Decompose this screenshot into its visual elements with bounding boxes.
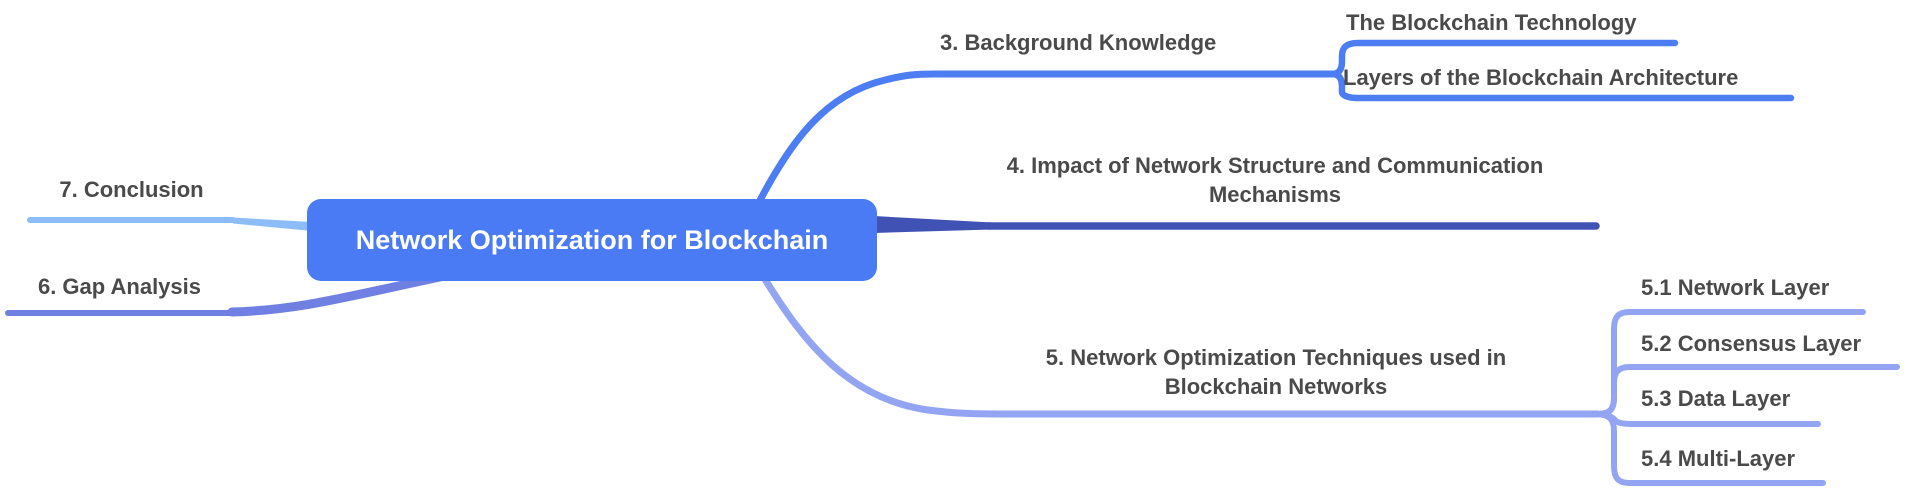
branch5-connector xyxy=(759,272,1602,418)
child-label-data-layer: 5.3 Data Layer xyxy=(1641,386,1791,411)
branch5-child4-connector xyxy=(1595,411,1826,486)
child-label-blockchain-technology: The Blockchain Technology xyxy=(1346,10,1637,35)
root-node: Network Optimization for Blockchain xyxy=(307,199,877,281)
branch-label-impact-network-structure: 4. Impact of Network Structure and Commu… xyxy=(1006,153,1544,207)
child-label-consensus-layer: 5.2 Consensus Layer xyxy=(1641,331,1862,356)
branch3-child2-connector xyxy=(1328,70,1795,102)
branch7-connector xyxy=(233,217,312,231)
branch-label-conclusion: 7. Conclusion xyxy=(59,177,204,202)
child-label-network-layer: 5.1 Network Layer xyxy=(1641,275,1830,300)
child-label-multi-layer: 5.4 Multi-Layer xyxy=(1641,446,1796,471)
child-label-layers-blockchain-architecture: Layers of the Blockchain Architecture xyxy=(1343,65,1739,90)
branch6-connector xyxy=(227,272,445,317)
branch-label-background-knowledge: 3. Background Knowledge xyxy=(940,30,1217,55)
branch4-connector-wedge xyxy=(874,216,992,233)
branch3-connector xyxy=(753,70,1336,210)
branch5-child2-connector xyxy=(1595,364,1900,417)
root-node-label: Network Optimization for Blockchain xyxy=(355,224,829,255)
branch-label-network-optimization-techniques: 5. Network Optimization Techniques used … xyxy=(1045,345,1507,399)
branch5-child3-connector xyxy=(1595,411,1821,427)
branch-label-gap-analysis: 6. Gap Analysis xyxy=(37,274,202,299)
